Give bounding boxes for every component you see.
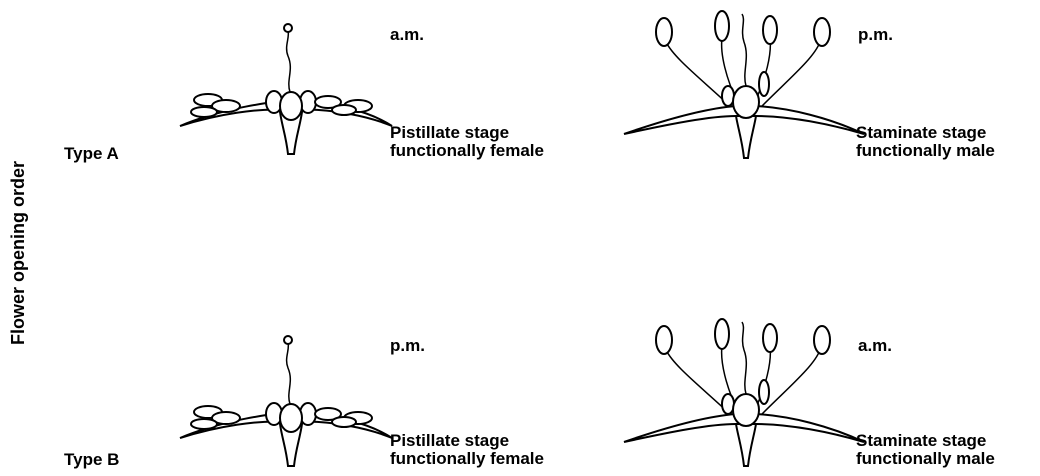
type-a-pistillate-function: functionally female (390, 142, 544, 160)
pistillate-flower-illustration (178, 334, 398, 474)
type-b-label: Type B (64, 451, 119, 469)
staminate-flower-illustration (620, 316, 870, 476)
type-b-staminate-function: functionally male (856, 450, 995, 468)
staminate-flower-illustration (620, 8, 870, 168)
type-b-pistillate-function: functionally female (390, 450, 544, 468)
type-a-pistillate-stage: Pistillate stage (390, 124, 509, 142)
pistillate-flower-illustration (178, 22, 398, 162)
type-a-staminate-function: functionally male (856, 142, 995, 160)
type-b-staminate-stage: Staminate stage (856, 432, 986, 450)
axis-label: Flower opening order (8, 161, 29, 345)
type-a-staminate-stage: Staminate stage (856, 124, 986, 142)
type-a-label: Type A (64, 145, 119, 163)
type-b-pistillate-stage: Pistillate stage (390, 432, 509, 450)
